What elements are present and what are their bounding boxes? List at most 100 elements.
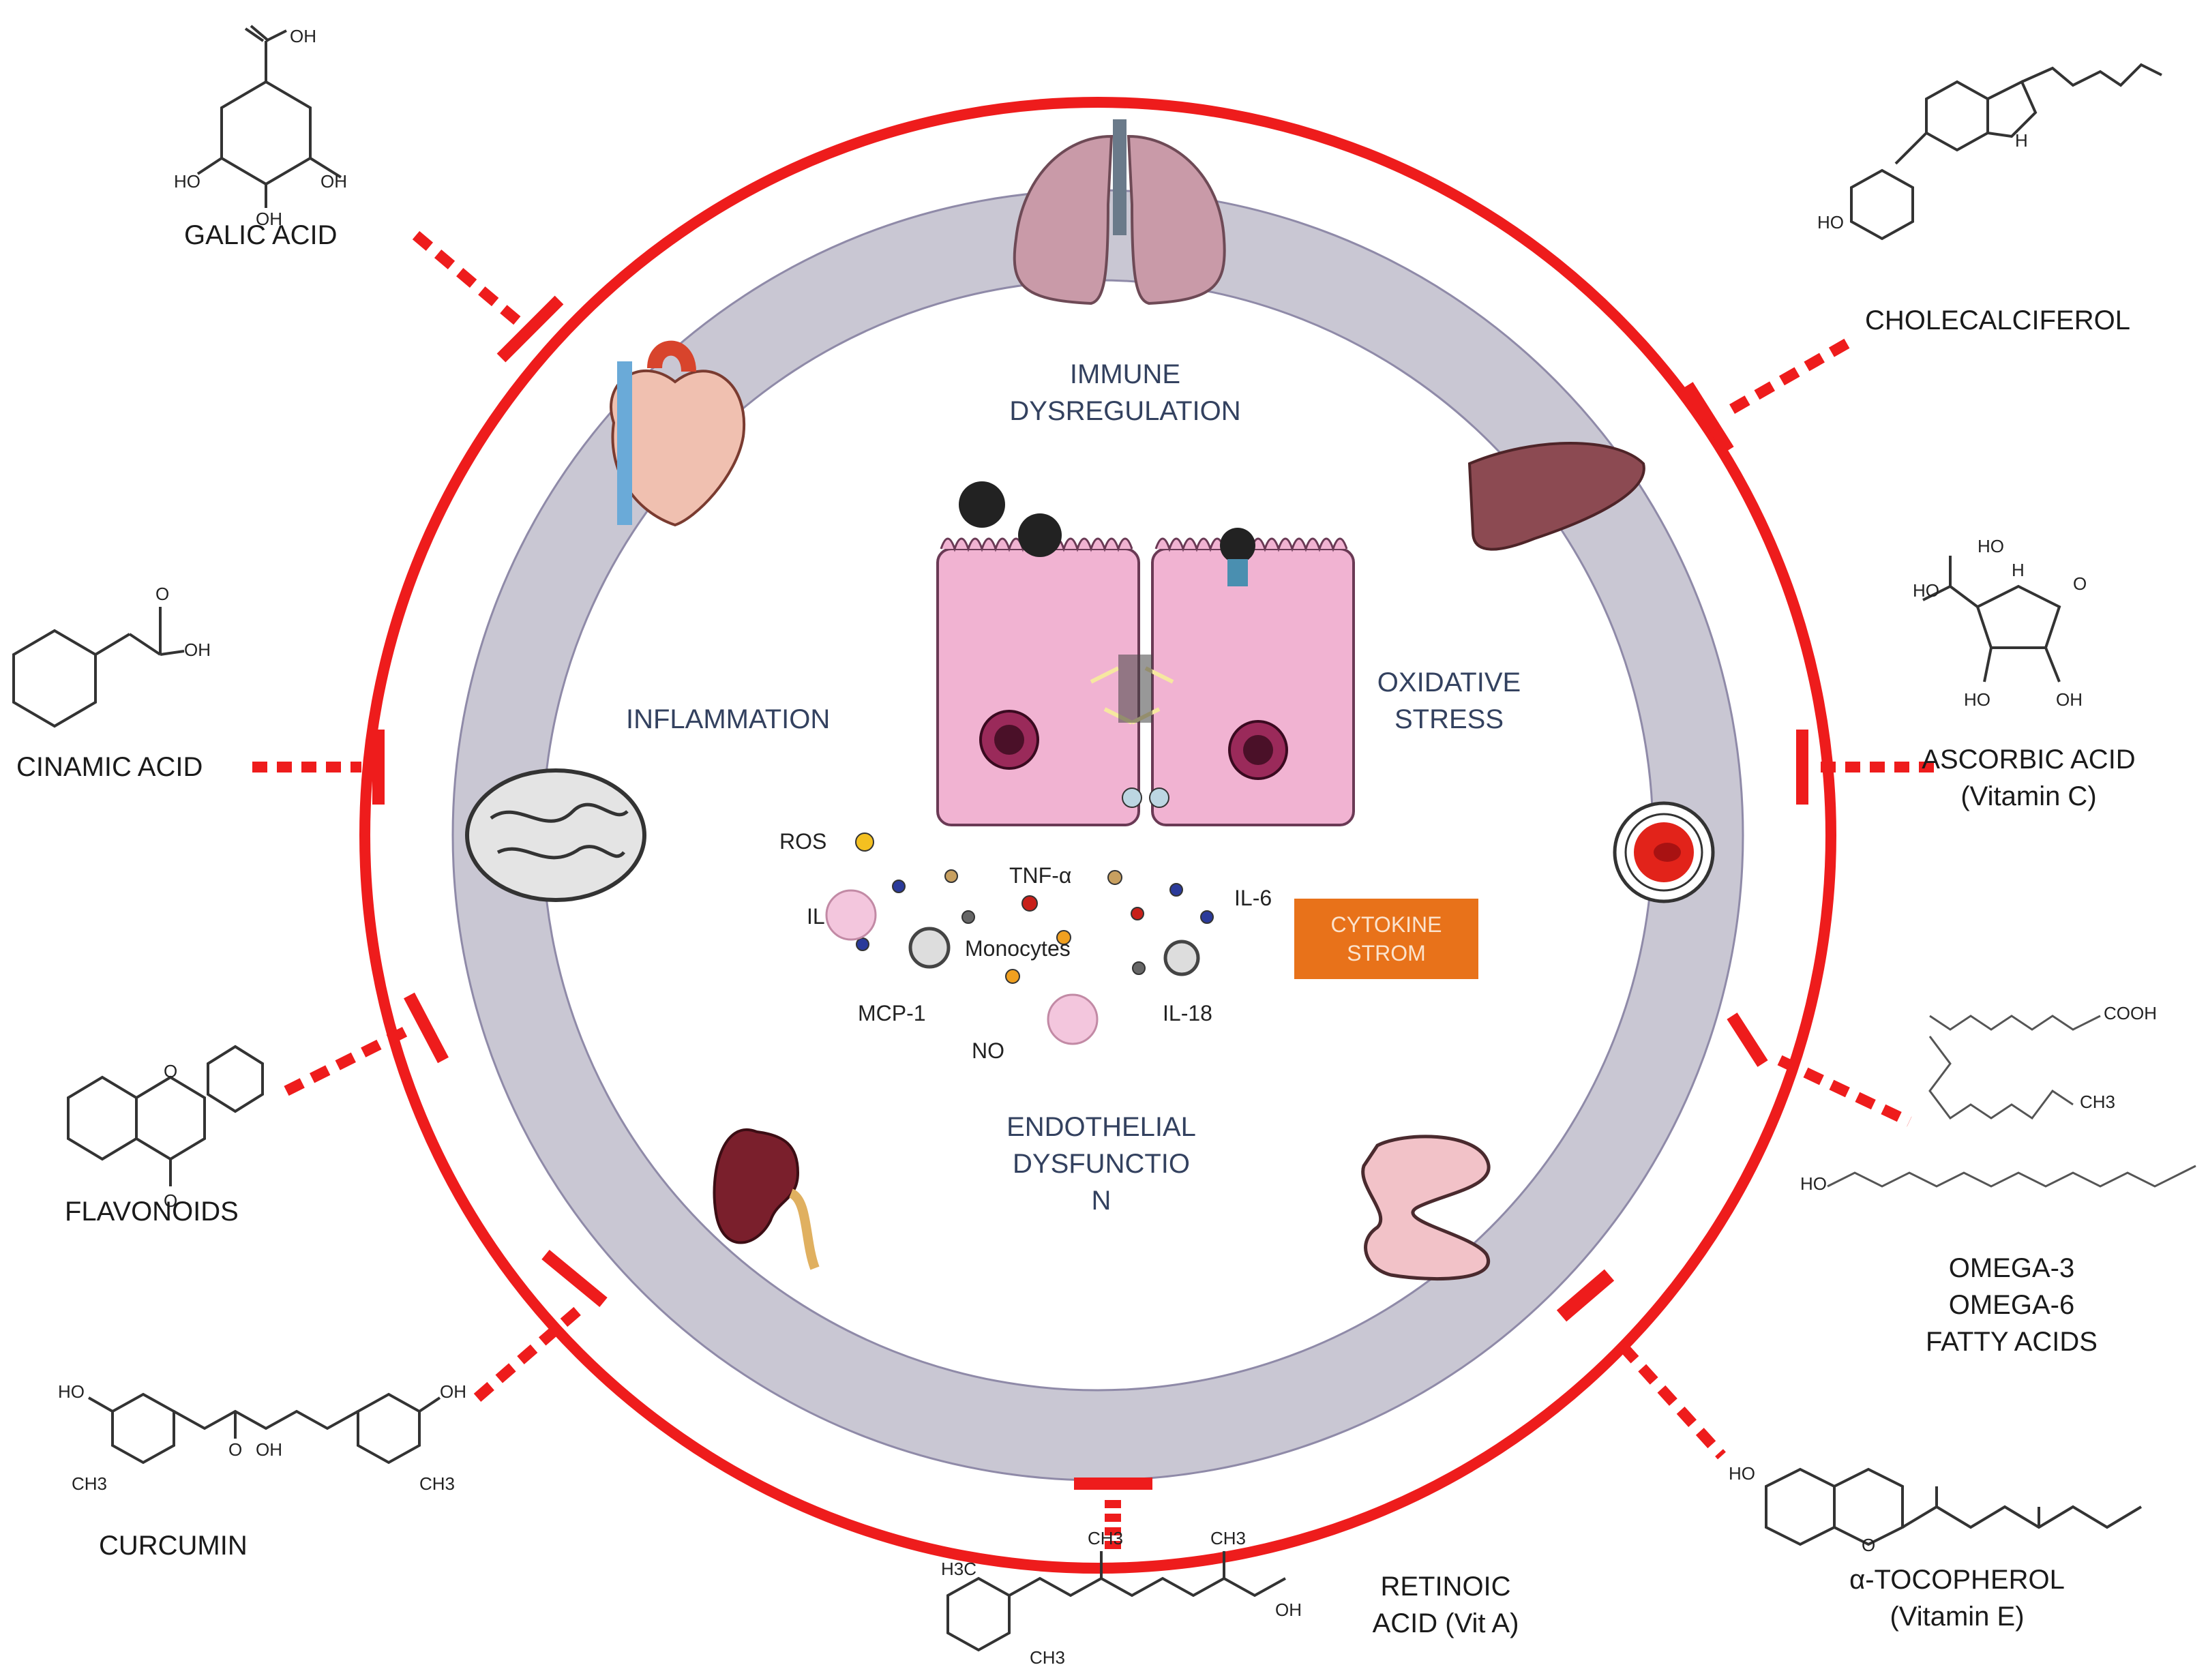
connector-omega [1777, 1055, 1912, 1127]
ascorbic-ho-bottom: HO [1964, 689, 1990, 710]
retinoic-acid-label: RETINOIC ACID (Vit A) [1364, 1568, 1527, 1642]
retinoic-ch3-top2: CH3 [1210, 1528, 1246, 1548]
ascorbic-acid-structure [1922, 556, 2061, 682]
tocopherol-structure [1765, 1467, 2143, 1546]
ascorbic-line2: (Vitamin C) [1960, 781, 2097, 811]
retinoic-oh: OH [1275, 1600, 1302, 1620]
intestine-icon [1361, 1135, 1491, 1281]
cinamic-oh: OH [184, 640, 211, 660]
chem-atom-labels: OH HO OH OH O OH O O HO OH O OH CH3 CH3 … [58, 26, 2157, 1668]
curcumin-structure [88, 1392, 441, 1465]
cytokine-dot [1005, 969, 1020, 984]
heart-icon [610, 340, 746, 527]
cinamic-acid-structure [12, 607, 185, 728]
virus-particles [959, 481, 1255, 586]
tnf-label: TNF-α [1009, 863, 1071, 888]
connector-curcumin [473, 1304, 584, 1402]
ascorbic-ho-top: HO [1978, 536, 2004, 556]
curcumin-label: CURCUMIN [99, 1531, 248, 1561]
retinoic-ch3-top1: CH3 [1088, 1528, 1123, 1548]
endothelial-line2: DYSFUNCTIO [1013, 1149, 1190, 1179]
immune-cells [825, 889, 1200, 1045]
retinoic-h3c: H3C [941, 1559, 976, 1579]
curcumin-oh-mid: OH [256, 1439, 282, 1460]
monocyte [1163, 940, 1200, 976]
mcp1-label: MCP-1 [858, 1001, 926, 1025]
no-cell [1047, 993, 1099, 1045]
cytokine-storm-line1: CYTOKINE [1330, 912, 1442, 937]
ascorbic-o: O [2073, 573, 2087, 594]
bar-curcumin [541, 1250, 608, 1307]
cytokine-dot [1107, 870, 1122, 885]
omega-ho: HO [1800, 1173, 1827, 1194]
immune-line2: DYSREGULATION [1009, 396, 1241, 426]
monocyte [908, 927, 951, 969]
no-label: NO [972, 1038, 1004, 1063]
endothelial-dysfunction-label: ENDOTHELIAL DYSFUNCTIO N [982, 1109, 1221, 1219]
cholecalciferol-h: H [2015, 130, 2028, 151]
curcumin-ch3-left: CH3 [72, 1473, 107, 1494]
connector-cholecalciferol [1729, 336, 1854, 414]
cytokine-dot [892, 880, 906, 893]
connector-flavonoids [284, 1024, 412, 1096]
tocopherol-o: O [1862, 1535, 1875, 1555]
connector-tocopherol [1619, 1342, 1726, 1460]
cytokine-dot [1169, 883, 1183, 897]
omega-line2: OMEGA-6 [1948, 1290, 2075, 1320]
il18-label: IL-18 [1163, 1001, 1212, 1025]
oxidative-line2: STRESS [1394, 704, 1504, 734]
virus-particle [959, 481, 1005, 528]
cytokine-dot [961, 910, 975, 924]
bar-tocopherol [1556, 1269, 1615, 1322]
cholecalciferol-ho: HO [1817, 212, 1844, 232]
flavonoid-o: O [164, 1061, 177, 1081]
galic-oh-bottom: OH [256, 209, 282, 229]
cholecalciferol-structure [1850, 63, 2162, 241]
tocopherol-label: α-TOCOPHEROL (Vitamin E) [1827, 1561, 2087, 1635]
cytokine-dot [1131, 907, 1144, 920]
cholecalciferol-label: CHOLECALCIFEROL [1865, 305, 2130, 335]
ascorbic-line1: ASCORBIC ACID [1922, 745, 2136, 775]
curcumin-o: O [228, 1439, 242, 1460]
retinoic-acid-structure [946, 1551, 1286, 1652]
omega-line1: OMEGA-3 [1948, 1253, 2075, 1283]
cytokine-dot [1056, 930, 1071, 945]
il-cell [825, 889, 877, 941]
retinoic-ch3-bottom: CH3 [1030, 1647, 1065, 1668]
virus-particle [1220, 528, 1255, 563]
galic-ho-left: HO [174, 171, 200, 192]
flavonoid-keto-o: O [164, 1190, 177, 1211]
epithelial-cells [936, 537, 1355, 826]
retinoic-line1: RETINOIC [1380, 1572, 1511, 1602]
cytokine-dot [856, 937, 869, 951]
omega-cooh: COOH [2104, 1003, 2157, 1023]
bar-flavonoids [404, 992, 449, 1064]
immune-line1: IMMUNE [1069, 359, 1181, 389]
endothelial-line3: N [1091, 1186, 1112, 1216]
curcumin-ho-left: HO [58, 1381, 85, 1402]
blood-cell-icon [1613, 801, 1715, 903]
cinamic-o: O [155, 584, 169, 604]
mediator-labels: ROS IL TNF-α IL-6 Monocytes MCP-1 NO IL-… [779, 829, 1272, 1063]
lungs-icon [1013, 119, 1226, 305]
kidney-icon [713, 1128, 820, 1270]
cytokine-dot [1132, 961, 1146, 975]
monocytes-label: Monocytes [965, 936, 1071, 961]
flavonoids-structure [67, 1045, 264, 1186]
flavonoids-label: FLAVONOIDS [65, 1197, 239, 1227]
inhibition-connectors [252, 230, 1937, 1555]
curcumin-oh-right: OH [440, 1381, 466, 1402]
liver-icon [1467, 442, 1645, 551]
il6-label: IL-6 [1234, 886, 1272, 910]
cytokine-dot [1021, 895, 1038, 912]
bar-omega [1727, 1012, 1768, 1067]
ros-label: ROS [779, 829, 826, 854]
endothelial-line1: ENDOTHELIAL [1006, 1112, 1196, 1142]
galic-acid-label: GALIC ACID [184, 220, 338, 250]
brain-icon [465, 768, 646, 902]
omega-label: OMEGA-3 OMEGA-6 FATTY ACIDS [1896, 1250, 2128, 1360]
retinoic-line2: ACID (Vit A) [1372, 1608, 1519, 1638]
omega-fatty-acids-structure [1827, 1015, 2196, 1188]
omega-ch3: CH3 [2080, 1092, 2115, 1112]
